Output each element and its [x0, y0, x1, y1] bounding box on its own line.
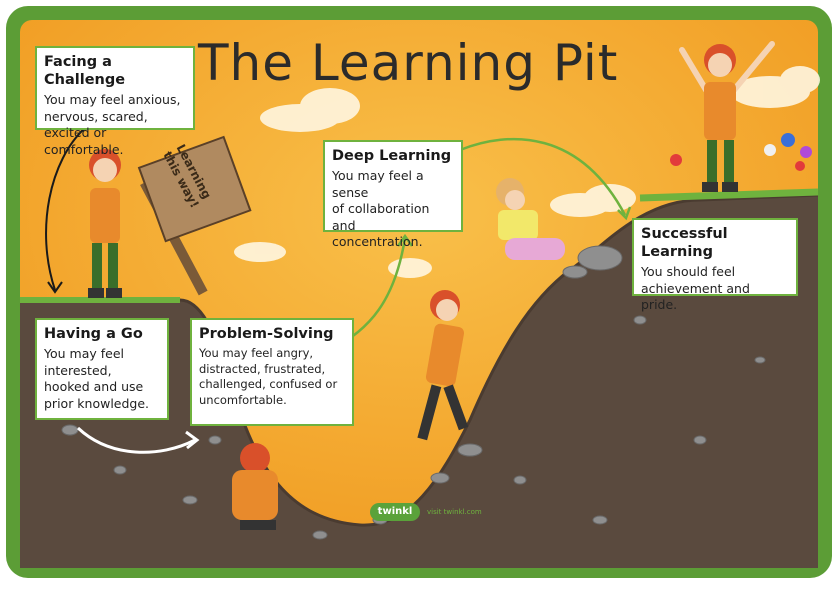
- stage-heading: Deep Learning: [332, 148, 452, 164]
- stage-facing-challenge: Facing a Challenge You may feel anxious,…: [35, 46, 195, 157]
- child-climbing: [417, 290, 469, 441]
- stage-having-a-go: Having a Go You may feel interested, hoo…: [35, 318, 169, 420]
- flowers: [670, 133, 812, 171]
- site-url: visit twinkl.com: [427, 508, 482, 516]
- stage-heading: Facing a Challenge: [44, 54, 126, 88]
- stage-heading: Having a Go: [44, 326, 143, 342]
- child-facing-challenge: [88, 149, 122, 298]
- poster-title: The Learning Pit: [198, 34, 619, 92]
- signpost: [137, 135, 252, 296]
- stage-heading: Successful Learning: [641, 226, 728, 260]
- child-helping: [496, 178, 565, 260]
- stage-text: You may feel anxious, nervous, scared, e…: [44, 92, 181, 157]
- arrow-4: [459, 137, 632, 221]
- stage-text: You may feel angry, distracted, frustrat…: [199, 346, 338, 407]
- stage-deep-learning: Deep Learning You may feel a sense of co…: [323, 140, 463, 249]
- stage-problem-solving: Problem-Solving You may feel angry, dist…: [190, 318, 354, 426]
- stage-text: You should feel achievement and pride.: [641, 264, 750, 312]
- twinkl-logo: twinkl: [370, 503, 420, 521]
- child-sitting-in-pit: [232, 443, 278, 530]
- stage-text: You may feel interested, hooked and use …: [44, 346, 150, 411]
- arrow-2: [76, 426, 200, 454]
- stage-successful-learning: Successful Learning You should feel achi…: [632, 218, 798, 312]
- stage-text: You may feel a sense of collaboration an…: [332, 168, 430, 249]
- grass-right: [639, 188, 819, 202]
- arrow-1: [45, 127, 86, 294]
- child-celebrating: [679, 41, 775, 192]
- earth-pit: [20, 195, 818, 568]
- stage-heading: Problem-Solving: [199, 326, 334, 342]
